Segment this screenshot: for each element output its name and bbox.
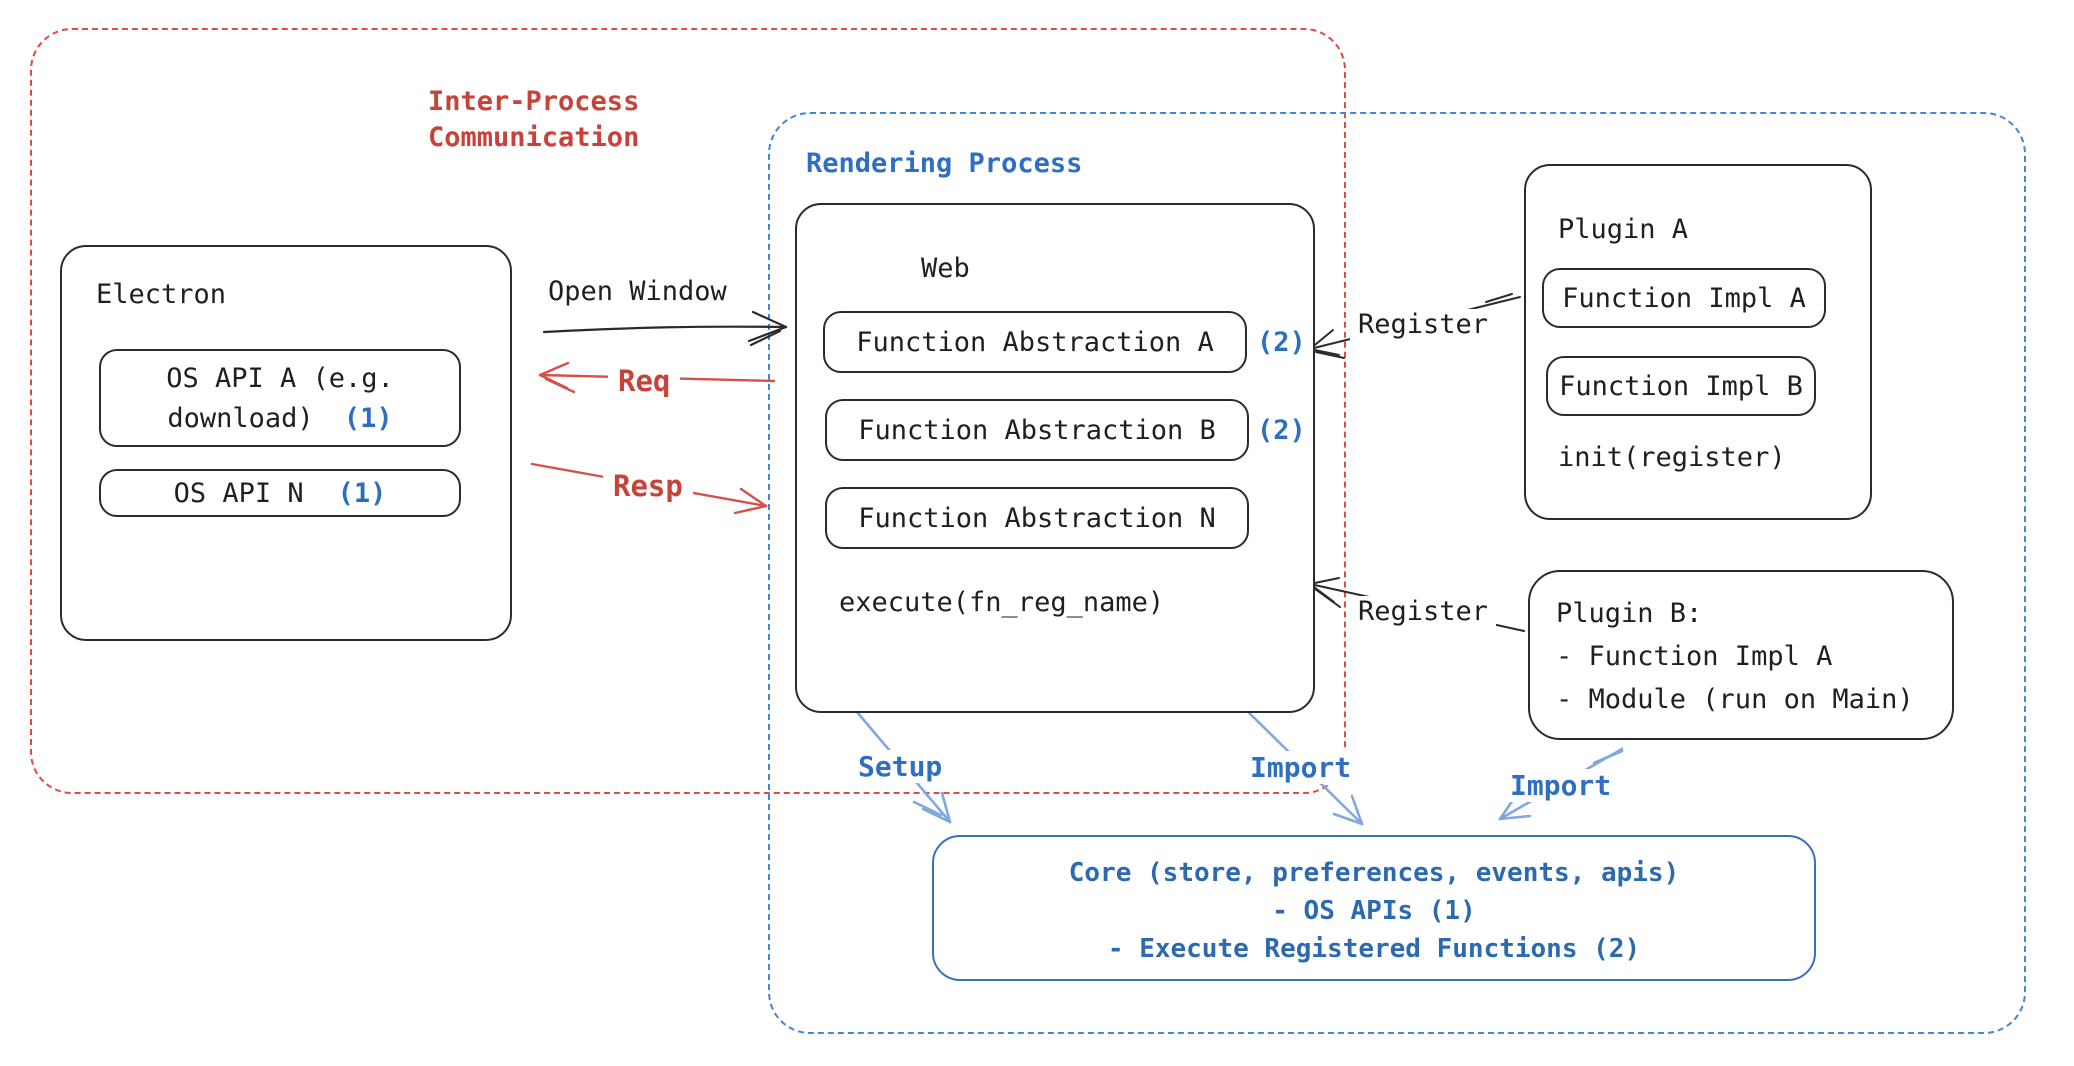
function-impl-a-label: Function Impl A xyxy=(1562,282,1806,314)
os-api-a-item: OS API A (e.g. download) (1) xyxy=(99,349,461,447)
web-node: Web Function Abstraction A (2) Function … xyxy=(795,203,1315,713)
setup-label: Setup xyxy=(852,750,949,783)
rendering-process-boundary-box xyxy=(768,112,2026,1034)
core-node: Core (store, preferences, events, apis) … xyxy=(932,835,1816,981)
plugin-b-line-1: - Function Impl A xyxy=(1556,641,1833,672)
web-title: Web xyxy=(921,253,970,284)
web-execute-text: execute(fn_reg_name) xyxy=(839,587,1165,618)
function-abstraction-n-label: Function Abstraction N xyxy=(858,502,1216,534)
register-plugin-a-label: Register xyxy=(1350,309,1497,340)
import-plugin-b-label: Import xyxy=(1504,769,1618,802)
rendering-process-label: Rendering Process xyxy=(806,148,1083,179)
os-api-a-label: OS API A (e.g. download) xyxy=(166,363,394,434)
resp-label: Resp xyxy=(603,469,693,503)
plugin-b-content: Plugin B: - Function Impl A - Module (ru… xyxy=(1556,592,1914,721)
function-impl-a-item: Function Impl A xyxy=(1542,268,1826,328)
plugin-a-title: Plugin A xyxy=(1558,214,1689,245)
ipc-boundary-box xyxy=(30,28,1346,794)
electron-node: Electron OS API A (e.g. download) (1) OS… xyxy=(60,245,512,641)
electron-title: Electron xyxy=(96,279,227,310)
os-api-n-item: OS API N (1) xyxy=(99,469,461,517)
core-line-3: - Execute Registered Functions (2) xyxy=(1107,934,1641,964)
plugin-b-title: Plugin B: xyxy=(1556,598,1703,629)
function-abstraction-n-item: Function Abstraction N xyxy=(825,487,1249,549)
function-abstraction-b-item: Function Abstraction B xyxy=(825,399,1249,461)
import-web-label: Import xyxy=(1244,751,1358,784)
os-api-n-label: OS API N xyxy=(173,477,304,509)
req-label: Req xyxy=(608,364,681,398)
os-api-a-badge: (1) xyxy=(343,403,393,434)
function-abstraction-a-label: Function Abstraction A xyxy=(856,326,1214,358)
ipc-label: Inter-Process Communication xyxy=(428,86,640,153)
function-abstraction-a-badge: (2) xyxy=(1257,327,1306,358)
core-line-1: Core (store, preferences, events, apis) xyxy=(1068,858,1680,888)
function-abstraction-b-badge: (2) xyxy=(1257,415,1306,446)
plugin-a-node: Plugin A Function Impl A Function Impl B… xyxy=(1524,164,1872,520)
function-impl-b-item: Function Impl B xyxy=(1546,356,1816,416)
os-api-n-badge: (1) xyxy=(337,477,387,509)
function-impl-b-label: Function Impl B xyxy=(1559,370,1803,402)
plugin-a-init-text: init(register) xyxy=(1558,442,1786,473)
open-window-label: Open Window xyxy=(548,276,727,307)
core-line-2: - OS APIs (1) xyxy=(1272,896,1476,926)
function-abstraction-a-item: Function Abstraction A xyxy=(823,311,1247,373)
function-abstraction-b-label: Function Abstraction B xyxy=(858,414,1216,446)
register-plugin-b-label: Register xyxy=(1350,596,1497,627)
plugin-b-line-2: - Module (run on Main) xyxy=(1556,684,1914,715)
plugin-b-node: Plugin B: - Function Impl A - Module (ru… xyxy=(1528,570,1954,740)
